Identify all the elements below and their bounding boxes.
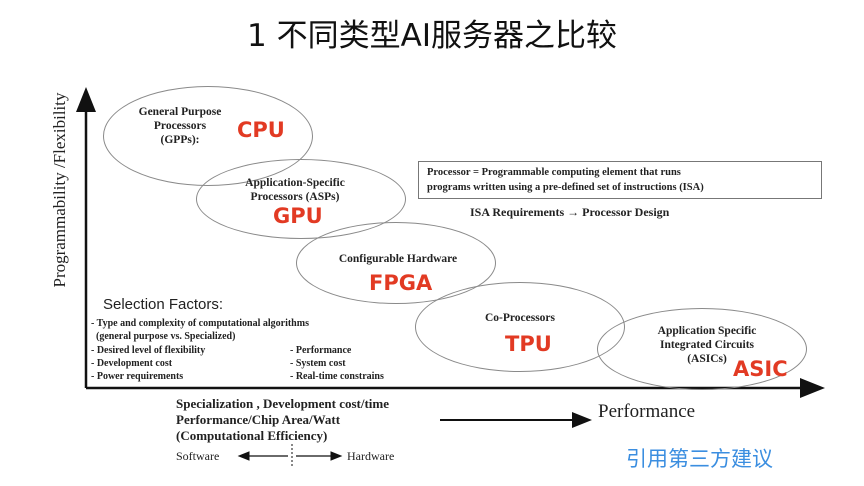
performance-label: Performance	[598, 401, 696, 422]
selection-factor-left-2: - Development cost	[91, 358, 173, 369]
ellipse-asp-tag: GPU	[273, 204, 323, 228]
ellipse-asp	[196, 159, 406, 239]
ellipse-asic-tag: ASIC	[733, 357, 788, 381]
x-axis-label-line3: (Computational Efficiency)	[176, 428, 328, 443]
x-axis-label: Specialization , Development cost/time P…	[176, 396, 389, 444]
selection-factor-line2: (general purpose vs. Specialized)	[96, 331, 236, 342]
selection-factor-line1: - Type and complexity of computational a…	[91, 318, 309, 329]
selection-factor-right-1: - Performance	[290, 345, 352, 356]
slide-title: 1 不同类型AI服务器之比较	[247, 18, 617, 54]
processor-definition-line1: Processor = Programmable computing eleme…	[427, 167, 681, 178]
selection-factor-right-3: - Real-time constrains	[290, 371, 384, 382]
selection-factor-left-1: - Desired level of flexibility	[91, 345, 206, 356]
ellipse-coprocessor-label: Co-Processors	[484, 312, 556, 324]
y-axis-label: Programmability /Flexibility	[50, 92, 69, 288]
selection-factor-right-2: - System cost	[290, 358, 346, 369]
ellipse-gpp-label: General Purpose Processors (GPPs):	[138, 106, 222, 146]
isa-caption: ISA Requirements → Processor Design	[470, 205, 670, 219]
ellipse-coprocessor-tag: TPU	[505, 332, 552, 356]
footer-note: 引用第三方建议	[626, 447, 773, 471]
ellipse-asic-label: Application Specific Integrated Circuits…	[657, 325, 757, 365]
ellipse-coprocessor	[415, 282, 625, 372]
x-axis-label-line2: Performance/Chip Area/Watt	[176, 412, 341, 427]
ellipse-asic	[597, 308, 807, 390]
processor-definition-line2: programs written using a pre-defined set…	[427, 182, 704, 193]
ellipse-asp-label: Application-Specific Processors (ASPs)	[245, 177, 345, 203]
processor-definition-box: Processor = Programmable computing eleme…	[418, 161, 822, 199]
ellipse-configurable-tag: FPGA	[369, 271, 433, 295]
software-label: Software	[176, 449, 220, 463]
selection-factors-title: Selection Factors:	[103, 296, 224, 313]
ellipse-configurable-label: Configurable Hardware	[338, 253, 458, 265]
ellipse-configurable	[296, 222, 496, 304]
selection-factor-left-3: - Power requirements	[91, 371, 184, 382]
hardware-label: Hardware	[347, 449, 395, 463]
x-axis-label-line1: Specialization , Development cost/time	[176, 396, 390, 411]
ellipse-gpp-tag: CPU	[237, 118, 285, 142]
